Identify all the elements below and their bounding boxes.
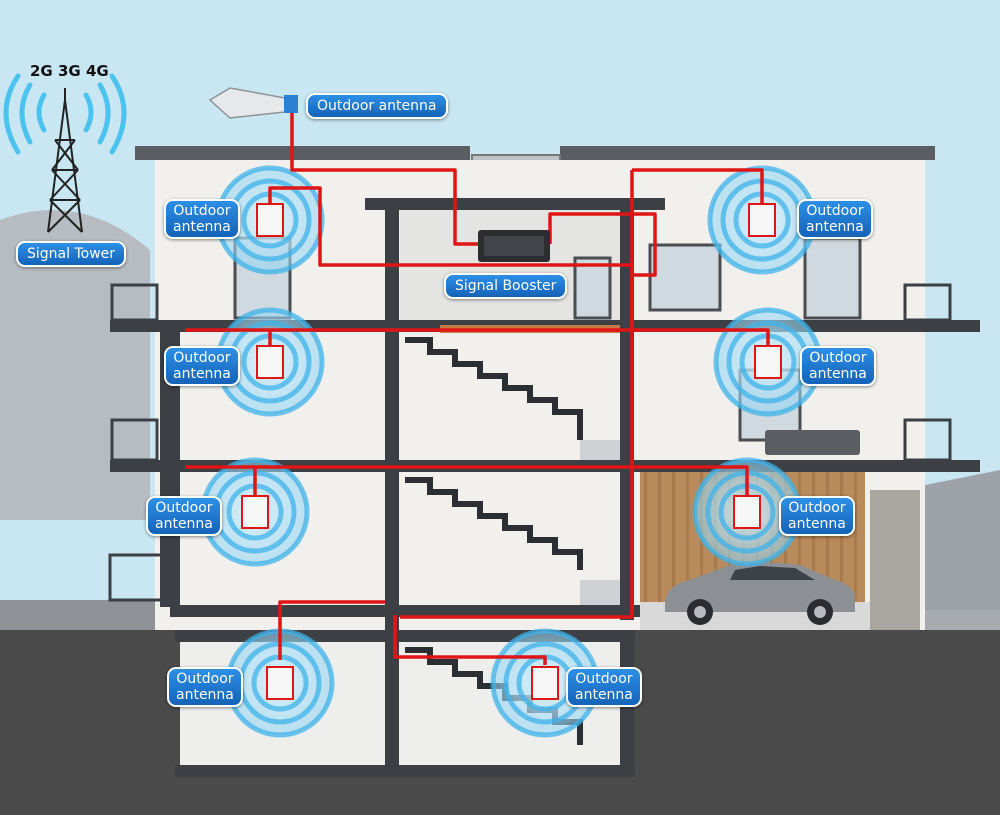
indoor-antenna-icon [531,666,559,700]
indoor-antenna-icon [266,666,294,700]
indoor-antenna-icon [256,203,284,237]
indoor-antenna-icon [241,495,269,529]
balconies [108,283,952,602]
floor-slab-1 [170,605,640,617]
signal-booster-icon [478,230,550,262]
indoor-antenna-icon [733,495,761,529]
signal-booster-label: Signal Booster [444,273,568,299]
roof-left [135,146,470,160]
indoor-antenna-icon [748,203,776,237]
outdoor-antenna-label: Outdoor antenna [306,93,448,119]
tower-icon [47,88,83,233]
indoor-antenna-icon [754,345,782,379]
coax-cables [185,110,770,665]
sofa [765,430,860,455]
indoor-antennas [241,203,782,700]
outdoor-antenna-icon [208,87,298,119]
signal-waves-icon [3,73,127,155]
signal-tower-label: Signal Tower [16,241,127,267]
network-bands-label: 2G 3G 4G [30,62,109,80]
roof-right [560,146,935,160]
car [665,562,855,625]
indoor-antenna-icon [256,345,284,379]
